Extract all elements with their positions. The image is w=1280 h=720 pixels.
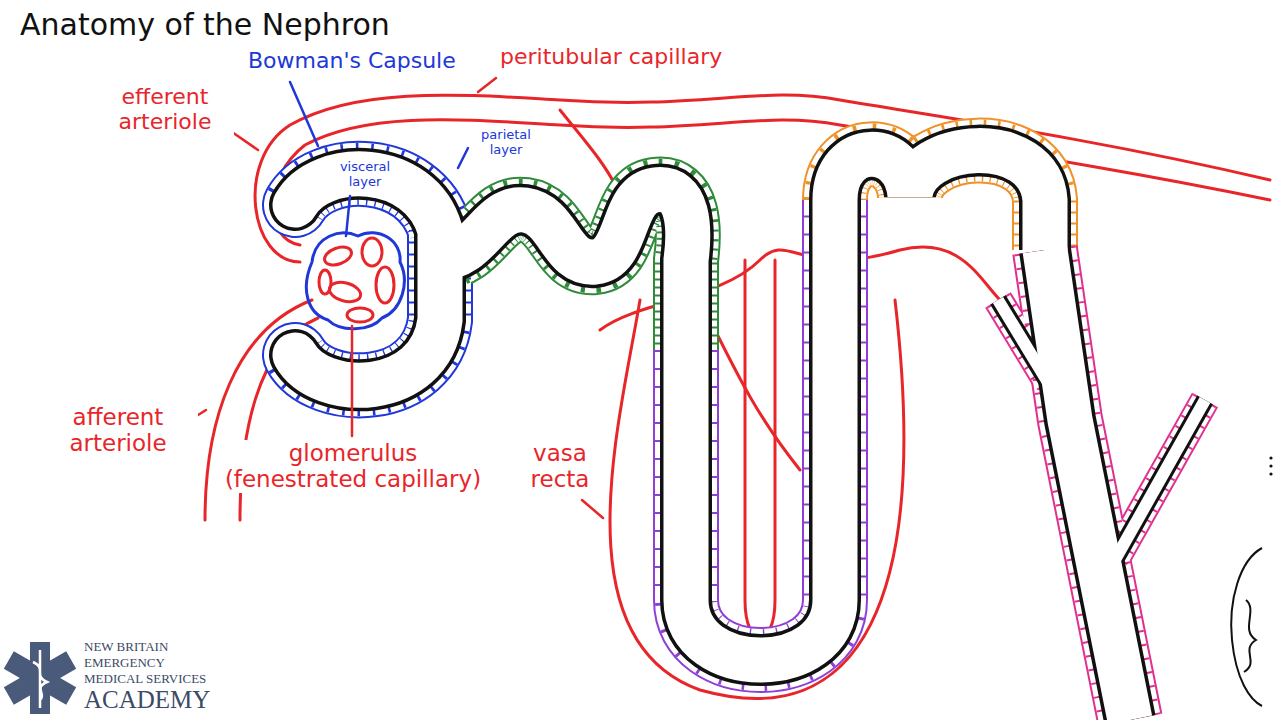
part-label: Bowman's Capsule <box>246 48 458 73</box>
glomerulus-capillaries <box>306 233 404 329</box>
logo-text: ACADEMY <box>82 686 212 714</box>
diagram-title: Anatomy of the Nephron <box>18 8 392 43</box>
continuation-dots <box>1269 456 1272 475</box>
part-label: vasa recta <box>518 440 602 493</box>
leader-lines <box>190 78 603 518</box>
logo-text: EMERGENCY <box>82 656 167 671</box>
logo-text: NEW BRITAIN <box>82 640 170 655</box>
part-label: parietal layer <box>470 128 542 158</box>
part-label: efferent arteriole <box>96 84 234 135</box>
signature <box>1231 548 1262 706</box>
part-label: peritubular capillary <box>498 44 724 69</box>
star-of-life-logo <box>4 642 76 714</box>
nephron-tubule <box>295 151 1205 720</box>
part-label: visceral layer <box>330 160 400 190</box>
logo-text: MEDICAL SERVICES <box>82 672 208 687</box>
part-label: afferent arteriole <box>38 404 198 457</box>
part-label: glomerulus (fenestrated capillary) <box>222 440 484 493</box>
